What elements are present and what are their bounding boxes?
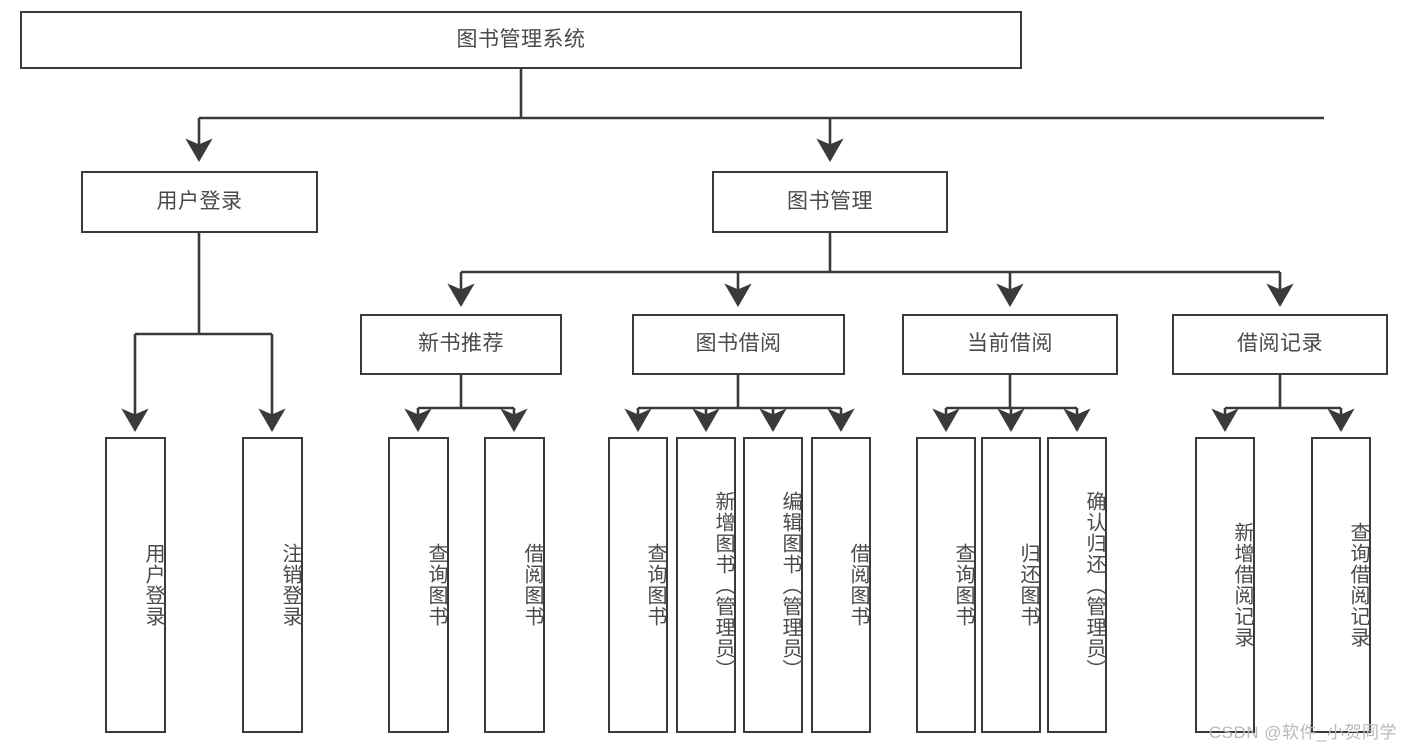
node-label: 图书管理系统	[456, 27, 586, 51]
node-label: 查询借阅记录	[1347, 522, 1369, 648]
node-label: 用户登录	[156, 189, 243, 213]
node-label: 图书借阅	[695, 332, 782, 356]
leaf-book-borrow-query-book[interactable]: 查询图书	[608, 437, 668, 733]
node-book-management[interactable]: 图书管理	[712, 171, 948, 233]
node-label: 编辑图书（管理员）	[779, 490, 801, 680]
leaf-borrow-record-query-record[interactable]: 查询借阅记录	[1311, 437, 1371, 733]
node-label: 新增图书（管理员）	[712, 490, 734, 680]
node-label: 新书推荐	[418, 332, 504, 356]
node-label: 查询图书	[425, 543, 447, 627]
leaf-borrow-record-add-record[interactable]: 新增借阅记录	[1195, 437, 1255, 733]
node-book-borrow[interactable]: 图书借阅	[632, 314, 845, 375]
leaf-book-borrow-edit-book-admin[interactable]: 编辑图书（管理员）	[743, 437, 803, 733]
node-user-login[interactable]: 用户登录	[81, 171, 318, 233]
node-label: 查询图书	[644, 543, 666, 627]
node-label: 借阅图书	[847, 543, 869, 627]
node-label: 用户登录	[142, 543, 164, 627]
node-label: 借阅图书	[521, 543, 543, 627]
node-label: 查询图书	[952, 543, 974, 627]
node-label: 图书管理	[787, 189, 873, 213]
leaf-book-borrow-borrow-book[interactable]: 借阅图书	[811, 437, 871, 733]
node-label: 新增借阅记录	[1231, 522, 1253, 648]
leaf-current-borrow-return-book[interactable]: 归还图书	[981, 437, 1041, 733]
leaf-new-book-query-book[interactable]: 查询图书	[388, 437, 449, 733]
leaf-new-book-borrow-book[interactable]: 借阅图书	[484, 437, 545, 733]
node-label: 当前借阅	[967, 332, 1053, 356]
node-label: 注销登录	[279, 543, 301, 627]
leaf-user-login-logout[interactable]: 注销登录	[242, 437, 303, 733]
node-new-book-recommend[interactable]: 新书推荐	[360, 314, 562, 375]
node-current-borrow[interactable]: 当前借阅	[902, 314, 1118, 375]
node-label: 确认归还（管理员）	[1083, 490, 1105, 680]
node-borrow-record[interactable]: 借阅记录	[1172, 314, 1388, 375]
node-root-book-management-system[interactable]: 图书管理系统	[20, 11, 1022, 69]
leaf-user-login-login[interactable]: 用户登录	[105, 437, 166, 733]
leaf-book-borrow-add-book-admin[interactable]: 新增图书（管理员）	[676, 437, 736, 733]
node-label: 归还图书	[1017, 543, 1039, 627]
node-label: 借阅记录	[1237, 332, 1323, 356]
leaf-current-borrow-query-book[interactable]: 查询图书	[916, 437, 976, 733]
leaf-current-borrow-confirm-return-admin[interactable]: 确认归还（管理员）	[1047, 437, 1107, 733]
